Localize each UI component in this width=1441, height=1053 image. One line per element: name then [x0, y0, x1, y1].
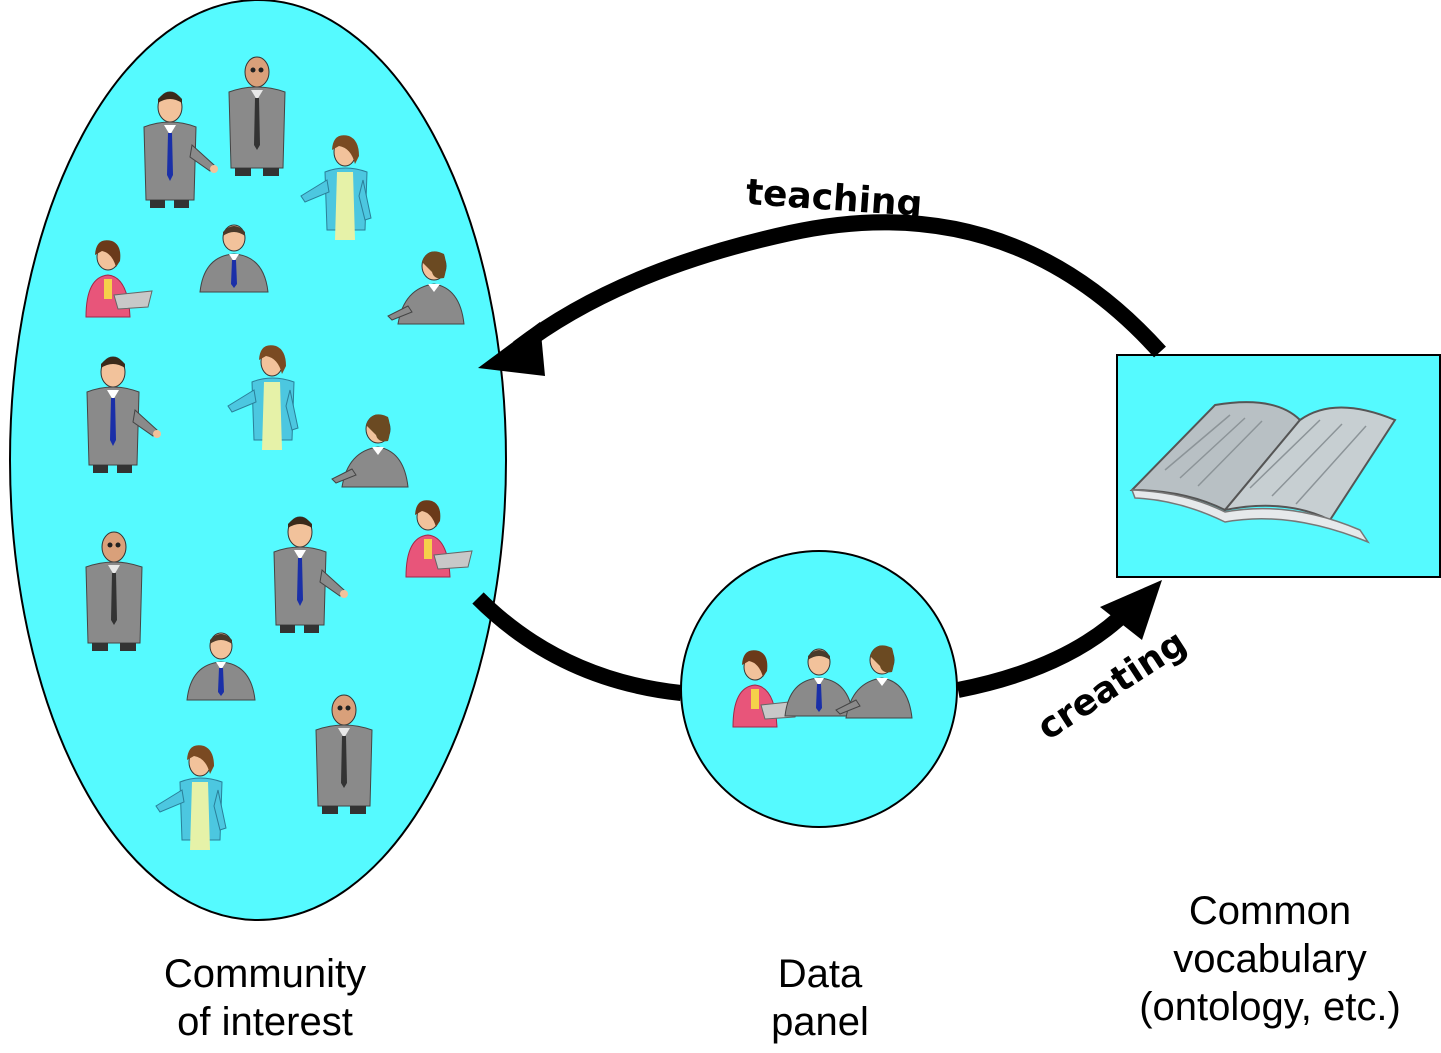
panel-label: Data panel: [720, 950, 920, 1046]
open-book-icon: [1129, 401, 1397, 544]
community-ellipse: [9, 0, 507, 921]
community-label: Community of interest: [100, 950, 430, 1046]
panel-label-line2: panel: [771, 1000, 869, 1044]
teaching-arrowhead: [478, 322, 545, 376]
vocabulary-label-line1: Common: [1188, 889, 1352, 933]
panel-label-line1: Data: [777, 952, 863, 996]
edge-label-teaching: teaching: [745, 172, 924, 225]
teaching-arrow: [513, 214, 1166, 358]
panel-people: [732, 644, 913, 728]
creating-arrow-right: [956, 604, 1134, 698]
community-label-line2: of interest: [177, 1000, 353, 1044]
vocabulary-label-line3: (ontology, etc.): [1139, 985, 1401, 1029]
edge-label-creating: creating: [1030, 622, 1194, 748]
creating-arrowhead: [1100, 580, 1162, 640]
community-label-line1: Community: [163, 952, 367, 996]
creating-arrow-left: [472, 592, 682, 701]
vocabulary-label-line2: vocabulary: [1173, 937, 1367, 981]
vocabulary-label: Common vocabulary (ontology, etc.): [1110, 887, 1430, 1031]
